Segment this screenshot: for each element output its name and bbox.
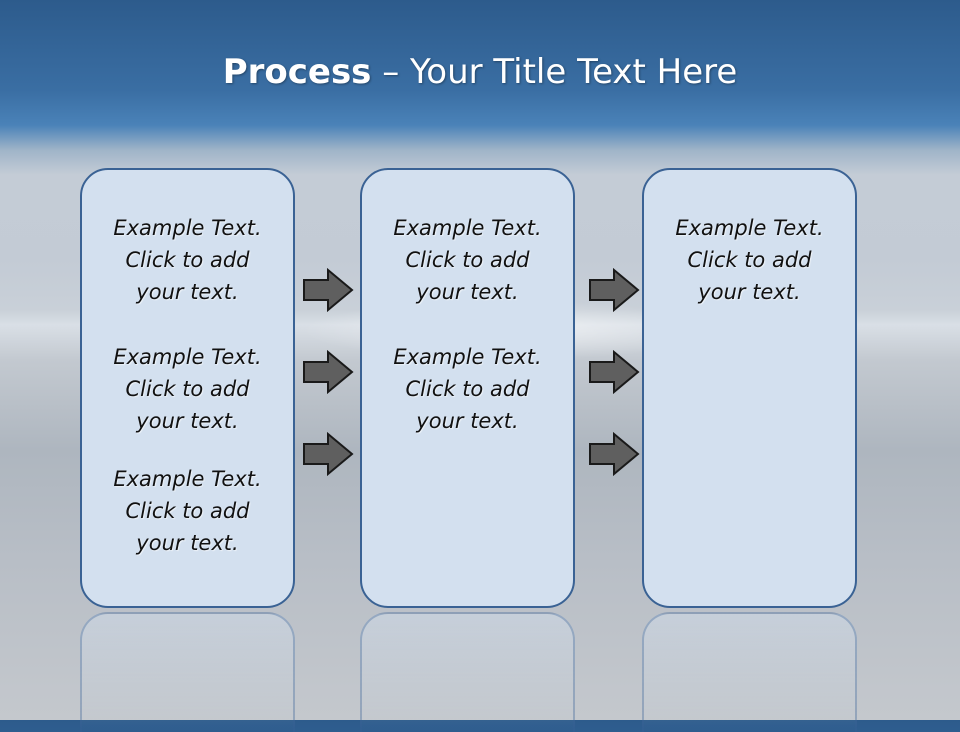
step-3-text-1[interactable]: Example Text. Click to add your text. [675, 216, 824, 304]
title-bold: Process [222, 52, 372, 92]
step-2-text-1[interactable]: Example Text. Click to add your text. [393, 216, 542, 304]
process-step-2-panel[interactable]: Example Text. Click to add your text. Ex… [360, 168, 575, 608]
step-1-text-1[interactable]: Example Text. Click to add your text. [113, 216, 262, 304]
step-2-text-2[interactable]: Example Text. Click to add your text. [393, 345, 542, 433]
right-arrow-icon[interactable] [588, 268, 640, 312]
step-1-text-3[interactable]: Example Text. Click to add your text. [113, 467, 262, 555]
step-1-text-2[interactable]: Example Text. Click to add your text. [113, 345, 262, 433]
right-arrow-icon[interactable] [588, 432, 640, 476]
panel-2-reflection [360, 612, 575, 732]
right-arrow-icon[interactable] [302, 268, 354, 312]
process-step-1-panel[interactable]: Example Text. Click to add your text. Ex… [80, 168, 295, 608]
title-rest: – Your Title Text Here [371, 52, 738, 92]
panel-3-reflection [642, 612, 857, 732]
page-title[interactable]: Process – Your Title Text Here [0, 52, 960, 92]
process-step-3-panel[interactable]: Example Text. Click to add your text. [642, 168, 857, 608]
right-arrow-icon[interactable] [302, 432, 354, 476]
right-arrow-icon[interactable] [302, 350, 354, 394]
right-arrow-icon[interactable] [588, 350, 640, 394]
panel-1-reflection [80, 612, 295, 732]
